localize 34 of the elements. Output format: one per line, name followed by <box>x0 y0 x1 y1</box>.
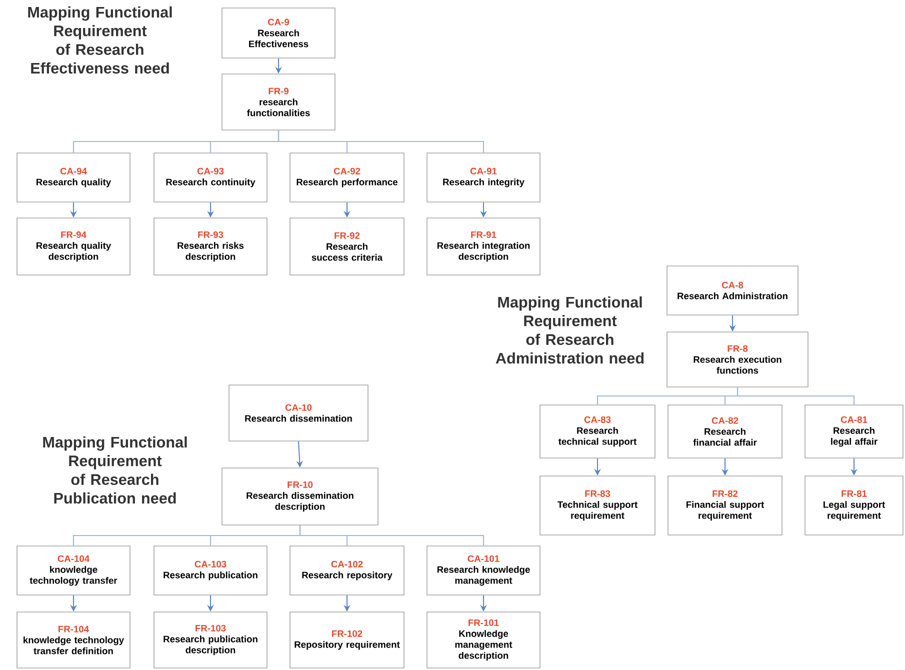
connector <box>299 525 484 546</box>
requirement-box: CA-92 Research performance <box>290 152 404 202</box>
requirement-box: FR-104 knowledge technology transfer definition <box>16 612 130 668</box>
requirement-box: CA-104 knowledge technology transfer <box>16 546 130 596</box>
requirement-box: CA-81 Research legal affair <box>804 404 904 458</box>
requirement-box: FR-8 Research execution functions <box>666 332 808 388</box>
requirement-box: CA-94 Research quality <box>16 152 130 202</box>
requirement-box: CA-83 Research technical support <box>540 404 656 458</box>
requirement-box: FR-10 Research dissemination description <box>222 468 378 526</box>
section-title: Mapping Functional Requirement of Research Publication need <box>43 436 187 504</box>
section-title: Mapping Functional Requirement of Research Effectiveness need <box>28 6 172 74</box>
requirement-box: CA-101 Research knowledge management <box>426 546 540 596</box>
requirement-box: CA-91 Research integrity <box>426 152 540 202</box>
requirement-box: CA-93 Research continuity <box>154 152 268 202</box>
requirement-box: FR-9 research functionalities <box>222 74 336 130</box>
requirement-box: FR-93 Research risks description <box>154 218 268 276</box>
requirement-box: CA-8 Research Administration <box>666 266 798 316</box>
connector <box>278 130 484 153</box>
requirement-box: FR-83 Technical support requirement <box>540 476 656 536</box>
requirement-box: CA-103 Research publication <box>154 546 268 596</box>
requirement-box: FR-103 Research publication description <box>154 612 268 668</box>
requirement-box: CA-9 Research Effectiveness <box>222 8 336 58</box>
requirement-box: CA-82 Research financial affair <box>668 404 782 458</box>
requirement-box: CA-102 Research repository <box>290 546 404 596</box>
requirement-box: FR-82 Financial support requirement <box>668 476 782 536</box>
requirement-box: FR-92 Research success criteria <box>290 218 404 276</box>
requirement-box: FR-102 Repository requirement <box>290 612 404 668</box>
requirement-box: FR-81 Legal support requirement <box>804 476 904 536</box>
requirement-box: FR-91 Research integration description <box>426 218 540 276</box>
section-title: Mapping Functional Requirement of Research Administration need <box>496 296 644 364</box>
connector <box>736 387 855 405</box>
requirement-box: FR-101 Knowledge management description <box>426 612 540 668</box>
requirement-box: CA-10 Research dissemination <box>228 384 368 442</box>
requirement-box: FR-94 Research quality description <box>16 218 130 276</box>
